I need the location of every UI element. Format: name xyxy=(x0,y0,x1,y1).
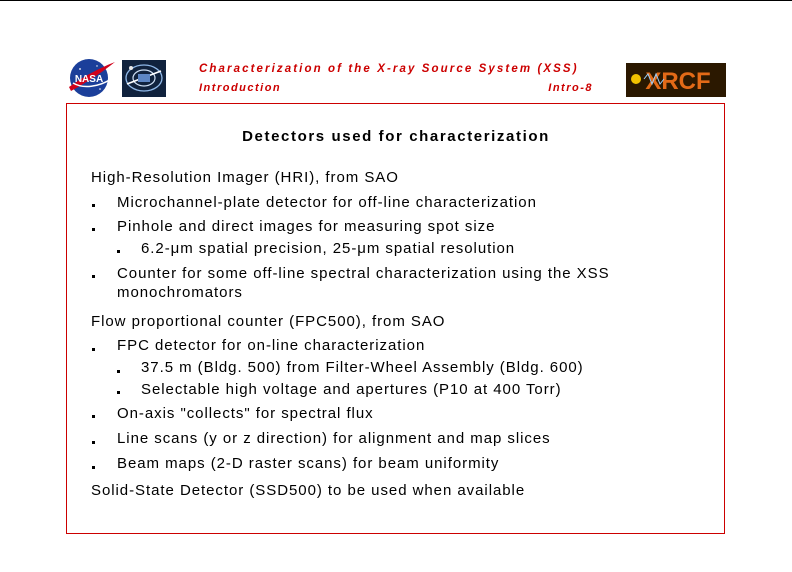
xrcf-logo: XRCF xyxy=(626,63,726,97)
list-item: Counter for some off-line spectral chara… xyxy=(117,265,610,282)
content-frame xyxy=(66,103,725,534)
svg-text:XRCF: XRCF xyxy=(645,68,710,95)
header-subtitle: Introduction xyxy=(199,82,282,94)
bullet-icon xyxy=(92,441,95,444)
bullet-icon xyxy=(92,228,95,231)
sub-bullet-icon xyxy=(117,391,120,394)
bullet-icon xyxy=(92,204,95,207)
section-heading-ssd: Solid-State Detector (SSD500) to be used… xyxy=(91,482,526,499)
slide-title: Detectors used for characterization xyxy=(242,128,550,145)
list-item: Pinhole and direct images for measuring … xyxy=(117,218,496,235)
header-page-ref: Intro-8 xyxy=(548,82,593,94)
list-item: FPC detector for on-line characterizatio… xyxy=(117,337,426,354)
top-rule xyxy=(0,0,792,1)
header-title: Characterization of the X-ray Source Sys… xyxy=(199,63,579,75)
list-item: Microchannel-plate detector for off-line… xyxy=(117,194,537,211)
bullet-icon xyxy=(92,348,95,351)
list-item: Line scans (y or z direction) for alignm… xyxy=(117,430,551,447)
list-item: Beam maps (2-D raster scans) for beam un… xyxy=(117,455,500,472)
bullet-icon xyxy=(92,466,95,469)
section-heading-hri: High-Resolution Imager (HRI), from SAO xyxy=(91,169,399,186)
sub-bullet-icon xyxy=(117,250,120,253)
sub-list-item: 37.5 m (Bldg. 500) from Filter-Wheel Ass… xyxy=(141,359,584,376)
nasa-logo: NASA xyxy=(69,59,115,97)
list-item: On-axis "collects" for spectral flux xyxy=(117,405,374,422)
sub-list-item: 6.2-μm spatial precision, 25-μm spatial … xyxy=(141,240,516,257)
svg-text:NASA: NASA xyxy=(75,74,103,85)
mission-logo xyxy=(122,60,166,97)
list-item-continuation: monochromators xyxy=(117,284,243,301)
sub-list-item: Selectable high voltage and apertures (P… xyxy=(141,381,562,398)
section-heading-fpc: Flow proportional counter (FPC500), from… xyxy=(91,313,446,330)
bullet-icon xyxy=(92,275,95,278)
sub-bullet-icon xyxy=(117,370,120,373)
bullet-icon xyxy=(92,415,95,418)
